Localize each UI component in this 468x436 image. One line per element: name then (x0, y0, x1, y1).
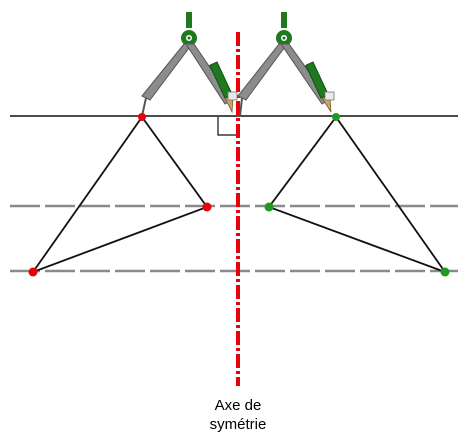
image-vertex-middle (264, 202, 274, 212)
axis-caption-line1: Axe de (214, 397, 262, 414)
left-compass-icon (141, 12, 238, 117)
original-vertex-bottom (28, 267, 38, 277)
original-triangle (30, 115, 209, 274)
symmetric-triangle (267, 115, 448, 274)
axis-caption-line2: symétrie (209, 416, 267, 433)
right-angle-marker (217, 117, 237, 136)
right-compass-icon (237, 12, 335, 117)
image-vertex-bottom (440, 267, 450, 277)
axis-caption: Axe de symétrie (178, 396, 298, 434)
image-vertex-top (332, 113, 340, 121)
original-vertex-top (138, 113, 146, 121)
original-vertex-middle (202, 202, 212, 212)
